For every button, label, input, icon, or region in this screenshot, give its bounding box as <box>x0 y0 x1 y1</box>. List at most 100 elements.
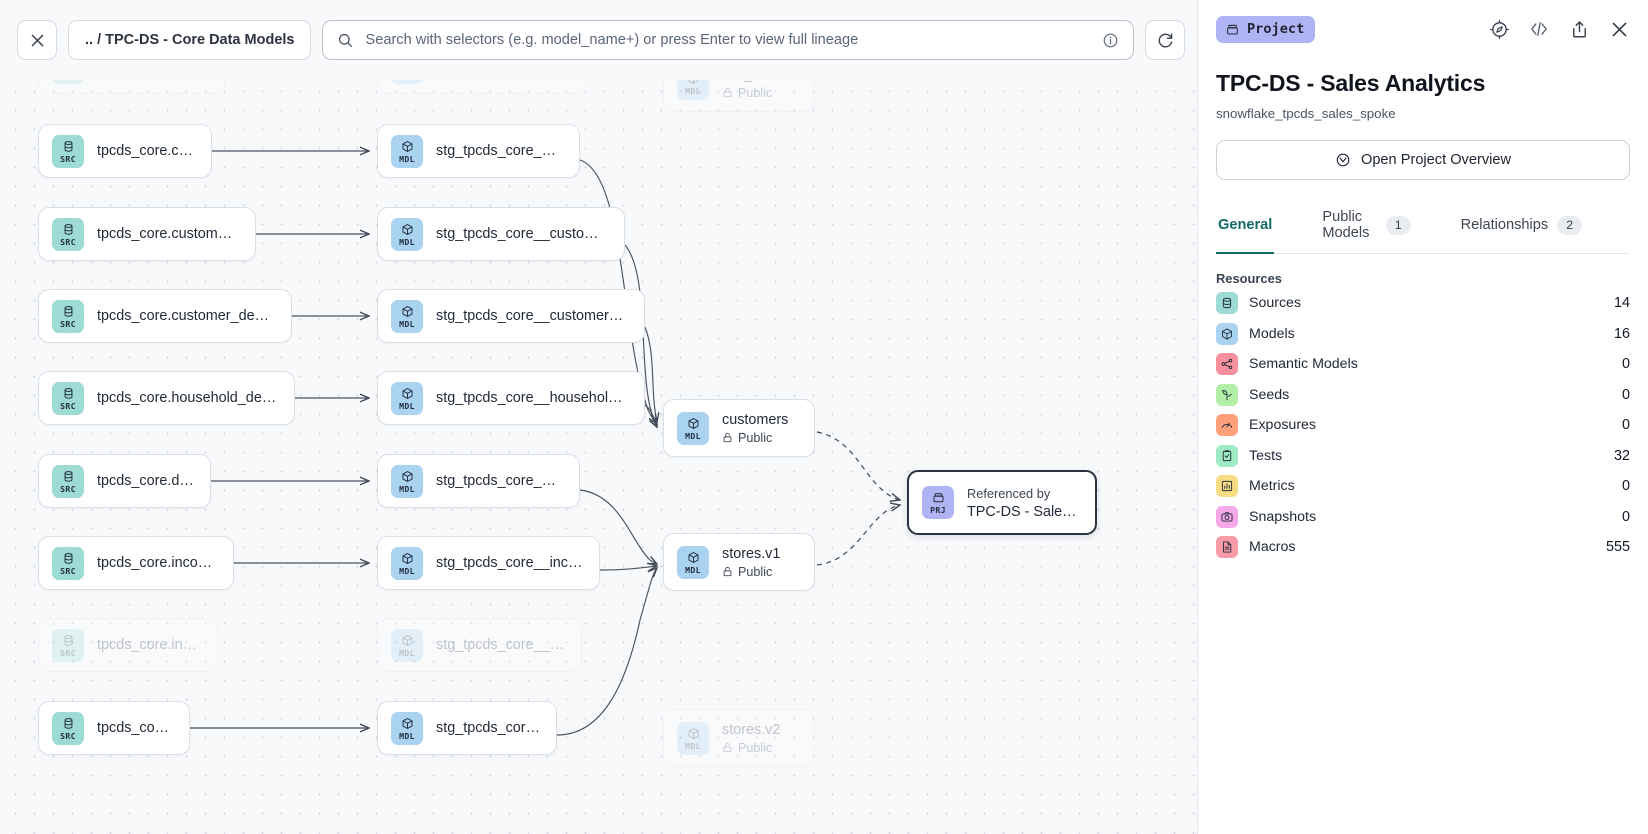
node-title: customers <box>722 411 789 428</box>
resource-count: 0 <box>1621 478 1630 495</box>
compass-icon[interactable] <box>1484 14 1514 44</box>
node-type-badge: MDL <box>391 464 423 498</box>
node-type-label: PRJ <box>930 505 946 515</box>
code-brackets-icon[interactable] <box>1524 14 1554 44</box>
resource-type-chip[interactable]: Project <box>1216 15 1316 43</box>
node-title: stg_tpcds_core__date_dim <box>436 473 563 489</box>
panel-header: Project <box>1198 0 1648 58</box>
tab-general[interactable]: General <box>1216 200 1275 254</box>
info-circle-icon[interactable] <box>1102 32 1119 49</box>
close-lineage-button[interactable] <box>17 20 57 60</box>
share-upload-icon[interactable] <box>1564 14 1594 44</box>
lineage-node[interactable]: MDLstg_tpcds_core__customer_demogra… <box>377 289 645 343</box>
node-title: stores.v2 <box>722 721 781 738</box>
node-access-label: Public <box>738 85 773 100</box>
node-type-label: MDL <box>399 153 415 164</box>
cube-icon <box>400 304 415 319</box>
close-icon <box>1610 20 1629 39</box>
cube-icon <box>400 386 415 401</box>
seed-icon <box>1216 383 1238 406</box>
camera-icon <box>1216 505 1238 528</box>
node-type-badge: SRC <box>52 217 84 251</box>
project-box-icon <box>931 490 946 505</box>
node-type-label: MDL <box>685 430 701 441</box>
node-body: stg_tpcds_core__household_demogr… <box>436 390 628 406</box>
resource-label: Exposures <box>1249 417 1317 434</box>
cube-icon <box>686 550 701 565</box>
lineage-nodes: SRCtpcds_core.call_centerSRCtpcds_core.c… <box>38 40 1097 767</box>
node-title: TPC-DS - Sales Analytics <box>967 503 1079 520</box>
lineage-node[interactable]: SRC tpcds_core.customer_address <box>38 207 256 261</box>
close-panel-button[interactable] <box>1604 14 1634 44</box>
lineage-node[interactable]: MDL stg_tpcds_core__date_dim <box>377 454 580 508</box>
search-input[interactable]: Search with selectors (e.g. model_name+)… <box>322 20 1134 60</box>
lineage-toolbar: .. / TPC-DS - Core Data Models Search wi… <box>0 0 1197 80</box>
lineage-node[interactable]: MDLstg_tpcds_core__household_demogr… <box>377 371 645 425</box>
node-title: stg_tpcds_core__customer_address <box>436 226 608 242</box>
breadcrumb[interactable]: .. / TPC-DS - Core Data Models <box>68 20 312 60</box>
database-icon <box>61 716 76 731</box>
node-type-badge: MDL <box>677 411 709 445</box>
cube-icon <box>400 716 415 731</box>
lock-icon <box>722 566 733 577</box>
resource-count: 0 <box>1621 417 1630 434</box>
node-title: stg_tpcds_core__income_band <box>436 555 583 571</box>
node-type-badge: MDL <box>391 134 423 168</box>
cube-icon <box>400 633 415 648</box>
node-title: tpcds_core.date_dim <box>97 473 194 489</box>
resource-count: 16 <box>1613 325 1630 342</box>
node-access-label: Public <box>738 430 773 445</box>
tab-count-badge: 1 <box>1385 215 1411 235</box>
node-type-label: SRC <box>60 400 76 411</box>
node-title: stores.v1 <box>722 545 781 562</box>
resource-label: Macros <box>1249 539 1296 556</box>
tab-label: General <box>1218 217 1273 233</box>
node-title: tpcds_core.customer_address <box>97 226 239 242</box>
node-type-label: MDL <box>399 730 415 741</box>
page-title: TPC-DS - Sales Analytics <box>1216 70 1486 96</box>
node-type-label: MDL <box>685 564 701 575</box>
tab-label: Relationships <box>1460 217 1549 233</box>
resource-label: Semantic Models <box>1249 356 1358 373</box>
tab-public-models[interactable]: Public Models 1 <box>1320 200 1412 254</box>
node-access: Public <box>722 86 798 100</box>
node-type-badge: PRJ <box>922 486 954 519</box>
resource-row-exposures[interactable]: Exposures 0 <box>1198 410 1648 441</box>
refresh-button[interactable] <box>1145 20 1185 60</box>
open-project-overview-button[interactable]: Open Project Overview <box>1216 140 1630 180</box>
lineage-canvas[interactable]: SRCtpcds_core.call_centerSRCtpcds_core.c… <box>0 0 1198 834</box>
database-icon <box>61 222 76 237</box>
lock-icon <box>722 432 733 443</box>
database-icon <box>61 469 76 484</box>
node-type-label: SRC <box>60 236 76 247</box>
tab-label: Public Models <box>1322 209 1370 241</box>
node-type-badge: SRC <box>52 711 84 745</box>
